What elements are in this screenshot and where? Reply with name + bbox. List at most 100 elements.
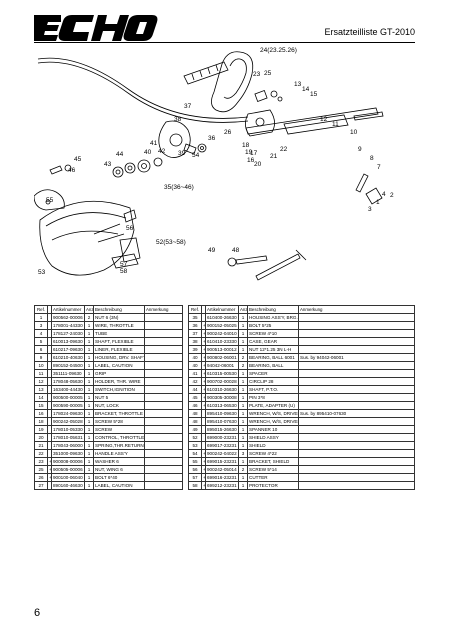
header-quantity: Anzahl (238, 305, 248, 314)
header-rule (34, 42, 415, 43)
svg-text:24(23.25.26): 24(23.25.26) (260, 47, 297, 54)
part-description: HOUSING, DRV. SHAFT (93, 353, 145, 362)
part-note (144, 369, 183, 378)
part-ref: 44 (188, 385, 202, 394)
part-note (298, 425, 415, 434)
header-description: Beschreibung (93, 305, 145, 314)
part-ref: 15 (34, 401, 48, 410)
part-quantity: 1 (238, 409, 248, 418)
part-description: NUT, LOCK (93, 401, 145, 410)
part-ref: 9 (34, 353, 48, 362)
part-note (144, 417, 183, 426)
svg-text:52(53~58): 52(53~58) (156, 239, 186, 246)
part-quantity: 2 (238, 361, 248, 370)
part-number: 900152-05025 (205, 321, 239, 330)
part-mark: + (201, 449, 206, 458)
part-mark: + (201, 321, 206, 330)
part-number: 699212-23231 (205, 481, 239, 490)
part-ref: 37 (188, 329, 202, 338)
part-number: 178024-09630 (51, 409, 85, 418)
part-ref: 4 (34, 329, 48, 338)
part-mark: + (201, 385, 206, 394)
part-ref: 1 (34, 313, 48, 322)
part-number: 699017-23231 (205, 441, 239, 450)
part-description: PROTECTOR (247, 481, 299, 490)
part-quantity: 1 (238, 433, 248, 442)
part-quantity: 1 (238, 369, 248, 378)
svg-text:42: 42 (158, 148, 166, 155)
part-ref: 40 (188, 361, 202, 370)
part-note (144, 377, 183, 386)
part-quantity: 1 (84, 457, 94, 466)
svg-text:8: 8 (370, 155, 374, 162)
svg-text:14: 14 (302, 86, 310, 93)
part-ref: 27 (34, 481, 48, 490)
part-description: NUT 5 (93, 393, 145, 402)
part-mark: + (201, 345, 206, 354)
svg-text:7: 7 (377, 164, 381, 171)
part-note (298, 329, 415, 338)
part-mark: + (201, 481, 206, 490)
part-note (298, 473, 415, 482)
part-ref: 25 (34, 465, 48, 474)
part-note (144, 441, 183, 450)
part-number: 163400-44430 (51, 385, 85, 394)
part-description: NUT 12*1.25 3N L-H (247, 345, 299, 354)
part-mark: + (201, 457, 206, 466)
svg-text:58: 58 (120, 268, 128, 275)
part-note: Sus. by 94042-06001 (298, 353, 415, 362)
part-note (298, 313, 415, 322)
part-mark: + (47, 473, 52, 482)
part-ref: 42 (188, 377, 202, 386)
part-number: 94042-06001 (205, 361, 239, 370)
table-header-row: Ref. Artikelnummer Anzahl Beschreibung A… (34, 305, 415, 314)
svg-text:54: 54 (192, 152, 200, 159)
part-note (298, 457, 415, 466)
parts-table: Ref. Artikelnummer Anzahl Beschreibung A… (34, 305, 415, 490)
part-number: 895410-09630 (205, 409, 239, 418)
part-number: 900242-04022 (205, 449, 239, 458)
svg-text:2: 2 (390, 192, 394, 199)
part-mark: + (47, 457, 52, 466)
part-description: HOUSING ASS'Y, BRG. (247, 313, 299, 322)
part-ref: 48 (188, 417, 202, 426)
part-mark: + (201, 473, 206, 482)
part-description: CIRCLIP 28 (247, 377, 299, 386)
svg-text:44: 44 (116, 151, 124, 158)
part-note (298, 393, 415, 402)
part-description: SCREW 4*10 (247, 329, 299, 338)
handle-loop (211, 51, 254, 113)
part-ref: 16 (34, 409, 48, 418)
svg-text:23: 23 (253, 71, 261, 78)
part-number: 900242-05028 (51, 417, 85, 426)
part-ref: 10 (34, 361, 48, 370)
part-number: 900702-00028 (205, 377, 239, 386)
part-description: SCREW 5*28 (93, 417, 145, 426)
part-description: WRENCH, W/S, DRIVER (247, 417, 299, 426)
part-ref: 57 (188, 473, 202, 482)
part-number: 178010-05330 (51, 425, 85, 434)
svg-text:3: 3 (368, 206, 372, 213)
part-ref: 46 (188, 401, 202, 410)
spanner-tool (235, 255, 268, 265)
part-description: GRIP (93, 369, 145, 378)
svg-text:21: 21 (270, 153, 278, 160)
part-ref: 14 (34, 393, 48, 402)
part-note (144, 425, 183, 434)
part-ref: 22 (34, 449, 48, 458)
svg-text:38: 38 (174, 116, 182, 123)
part-ref: 19 (34, 425, 48, 434)
part-ref: 54 (188, 449, 202, 458)
part-ref: 53 (188, 441, 202, 450)
part-ref: 6 (34, 345, 48, 354)
part-note (298, 369, 415, 378)
svg-text:18: 18 (242, 142, 250, 149)
part-number: 610310-26630 (205, 385, 239, 394)
